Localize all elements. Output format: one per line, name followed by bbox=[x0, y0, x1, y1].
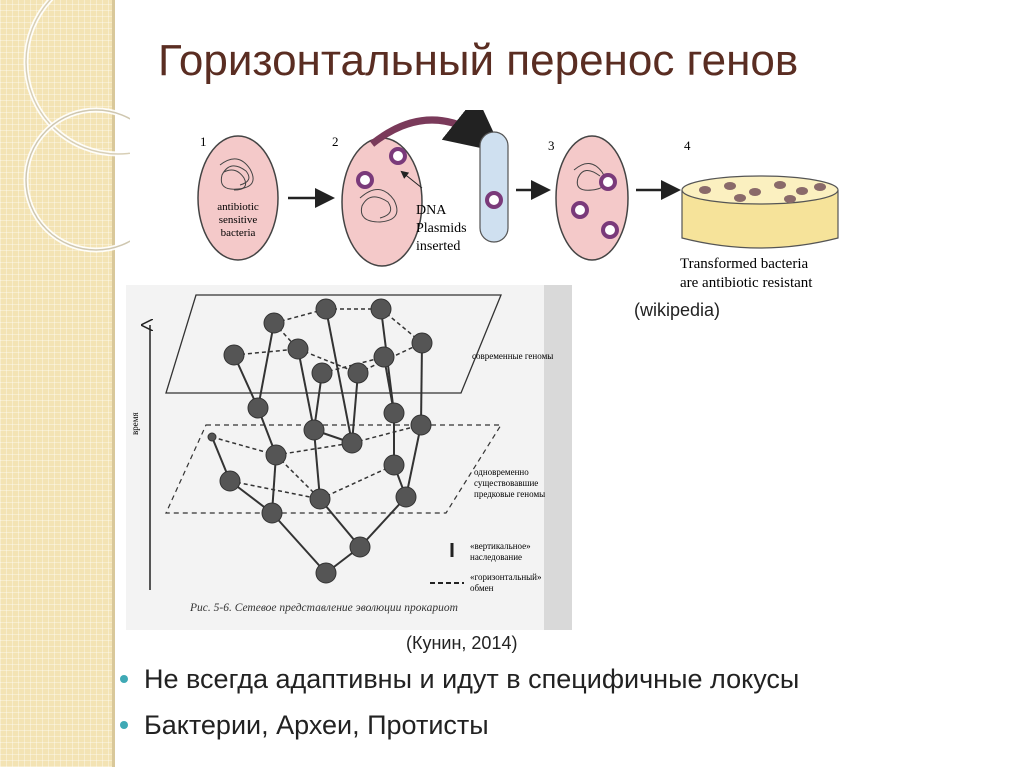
bullet-text-2: Бактерии, Археи, Протисты bbox=[144, 710, 489, 740]
step-number-3: 3 bbox=[548, 138, 555, 153]
plane-ancestral-genomes bbox=[165, 424, 503, 514]
step-number-4: 4 bbox=[684, 138, 691, 153]
bullet-text-1: Не всегда адаптивны и идут в специфичные… bbox=[144, 664, 800, 694]
bullet-marker bbox=[120, 721, 128, 729]
slide-title: Горизонтальный перенос генов bbox=[158, 36, 799, 85]
cell-label-line-1: antibiotic bbox=[217, 201, 259, 213]
plane-bottom-label-2: существовавшие bbox=[474, 478, 538, 488]
insert-label-line-2: Plasmids bbox=[416, 221, 467, 236]
plane-bottom-label-1: одновременно bbox=[474, 467, 529, 477]
source-koonin: (Кунин, 2014) bbox=[406, 633, 518, 653]
decorative-rings bbox=[23, 0, 130, 253]
legend-horizontal-line-1: «горизонтальный» bbox=[470, 572, 542, 582]
cell-label-line-2: sensitive bbox=[219, 214, 258, 226]
transformation-diagram: 1 2 3 4 antibiotic sensitive bacteria DN… bbox=[197, 110, 839, 291]
source-wikipedia: (wikipedia) bbox=[634, 300, 721, 320]
bullet-item: Не всегда адаптивны и идут в специфичные… bbox=[118, 656, 799, 702]
test-tube bbox=[479, 131, 509, 243]
legend-horizontal-line-2: обмен bbox=[470, 583, 494, 593]
plane-modern-genomes bbox=[165, 294, 502, 394]
legend-vertical-line-1: «вертикальное» bbox=[470, 541, 531, 551]
bullet-marker bbox=[120, 675, 128, 683]
result-line-2: are antibiotic resistant bbox=[680, 275, 813, 291]
genome-nodes bbox=[207, 298, 433, 584]
step-number-1: 1 bbox=[200, 134, 207, 149]
time-axis-label: время bbox=[130, 412, 140, 435]
figure-caption: Рис. 5-6. Сетевое представление эволюции… bbox=[189, 602, 458, 614]
network-evolution-figure: время современные ген bbox=[126, 285, 572, 630]
bacterium-cell-1: antibiotic sensitive bacteria bbox=[197, 135, 279, 261]
cell-label-line-3: bacteria bbox=[221, 227, 256, 239]
plane-top-label: современные геномы bbox=[472, 351, 553, 361]
bacterium-cell-3 bbox=[555, 135, 629, 261]
insert-label-line-1: DNA bbox=[416, 203, 447, 218]
bullet-item: Бактерии, Археи, Протисты bbox=[118, 702, 799, 748]
insert-label-line-3: inserted bbox=[416, 239, 460, 254]
plane-bottom-label-3: предковые геномы bbox=[474, 489, 545, 499]
side-band-divider bbox=[112, 0, 115, 767]
legend-vertical-line-2: наследование bbox=[470, 552, 522, 562]
result-line-1: Transformed bacteria bbox=[680, 256, 808, 272]
bullet-list: Не всегда адаптивны и идут в специфичные… bbox=[118, 656, 799, 748]
bacterium-cell-2 bbox=[341, 110, 503, 267]
step-number-2: 2 bbox=[332, 134, 339, 149]
petri-dish bbox=[681, 175, 839, 249]
